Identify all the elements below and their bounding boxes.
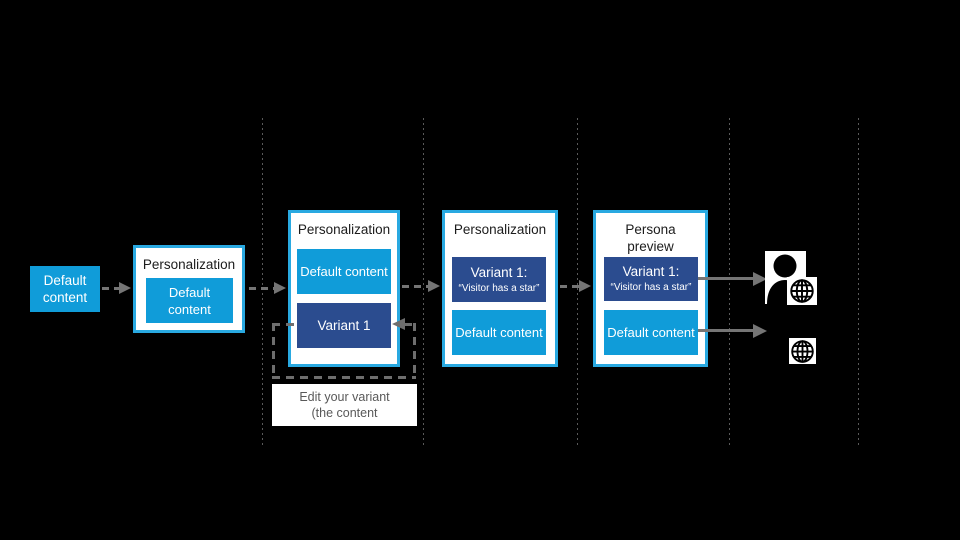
dashed-arrow-line bbox=[102, 287, 120, 290]
variant-node: Variant 1: “Visitor has a star” bbox=[604, 257, 698, 301]
default-content-node: Default content bbox=[146, 278, 233, 323]
default-content-node: Default content bbox=[297, 249, 391, 294]
arrowhead-right-icon bbox=[119, 282, 131, 294]
edit-loop-segment bbox=[272, 323, 275, 379]
personalization-box-3: Personalization Variant 1: “Visitor has … bbox=[442, 210, 558, 367]
persona-preview-box: Persona preview Variant 1: “Visitor has … bbox=[593, 210, 708, 367]
edit-loop-segment bbox=[413, 323, 416, 379]
default-content-node: Default content bbox=[604, 310, 698, 355]
default-content-label: Default content bbox=[455, 325, 543, 340]
arrowhead-right-icon bbox=[274, 282, 286, 294]
variant-label: Variant 1: bbox=[470, 264, 528, 280]
column-divider bbox=[423, 118, 424, 445]
dashed-arrow-line bbox=[249, 287, 274, 290]
note-line-1: Edit your variant bbox=[299, 390, 390, 404]
variant-node: Variant 1: “Visitor has a star” bbox=[452, 257, 546, 302]
column-divider bbox=[858, 118, 859, 445]
column-divider bbox=[262, 118, 263, 445]
note-line-2: (the content bbox=[311, 406, 378, 420]
box-title: Personalization bbox=[453, 222, 547, 237]
personalization-box-2: Personalization Default content Variant … bbox=[288, 210, 400, 367]
variant-label: Variant 1: bbox=[622, 264, 680, 279]
default-content-node: Default content bbox=[452, 310, 546, 355]
box-title: Personalization bbox=[142, 257, 236, 272]
arrowhead-right-icon bbox=[579, 280, 591, 292]
solid-arrow-line bbox=[698, 329, 753, 332]
variant-node: Variant 1 bbox=[297, 303, 391, 348]
globe-icon bbox=[789, 338, 816, 364]
dashed-arrow-line bbox=[560, 285, 579, 288]
edit-loop-segment bbox=[272, 323, 298, 326]
variant-sub-label: “Visitor has a star” bbox=[458, 282, 540, 294]
solid-arrow-line bbox=[698, 277, 753, 280]
arrowhead-left-icon bbox=[392, 318, 405, 330]
variant-sub-label: “Visitor has a star” bbox=[610, 282, 692, 293]
globe-icon bbox=[787, 277, 817, 305]
dashed-arrow-line bbox=[402, 285, 428, 288]
personalization-box-1: Personalization Default content bbox=[133, 245, 245, 333]
edit-loop-segment bbox=[272, 376, 416, 379]
box-title: Persona preview bbox=[625, 222, 676, 254]
default-content-label: Default content bbox=[42, 273, 88, 305]
default-content-node: Default content bbox=[30, 266, 100, 312]
edit-variant-note: Edit your variant (the content bbox=[272, 384, 417, 426]
default-content-label: Default content bbox=[607, 325, 695, 340]
box-title: Personalization bbox=[297, 222, 391, 237]
arrowhead-right-icon bbox=[428, 280, 440, 292]
variant-label: Variant 1 bbox=[317, 317, 371, 333]
edit-loop-segment bbox=[404, 323, 416, 326]
column-divider bbox=[729, 118, 730, 445]
column-divider bbox=[577, 118, 578, 445]
arrowhead-right-icon bbox=[753, 272, 767, 286]
default-content-label: Default content bbox=[168, 284, 211, 317]
arrowhead-right-icon bbox=[753, 324, 767, 338]
default-content-label: Default content bbox=[300, 264, 388, 279]
